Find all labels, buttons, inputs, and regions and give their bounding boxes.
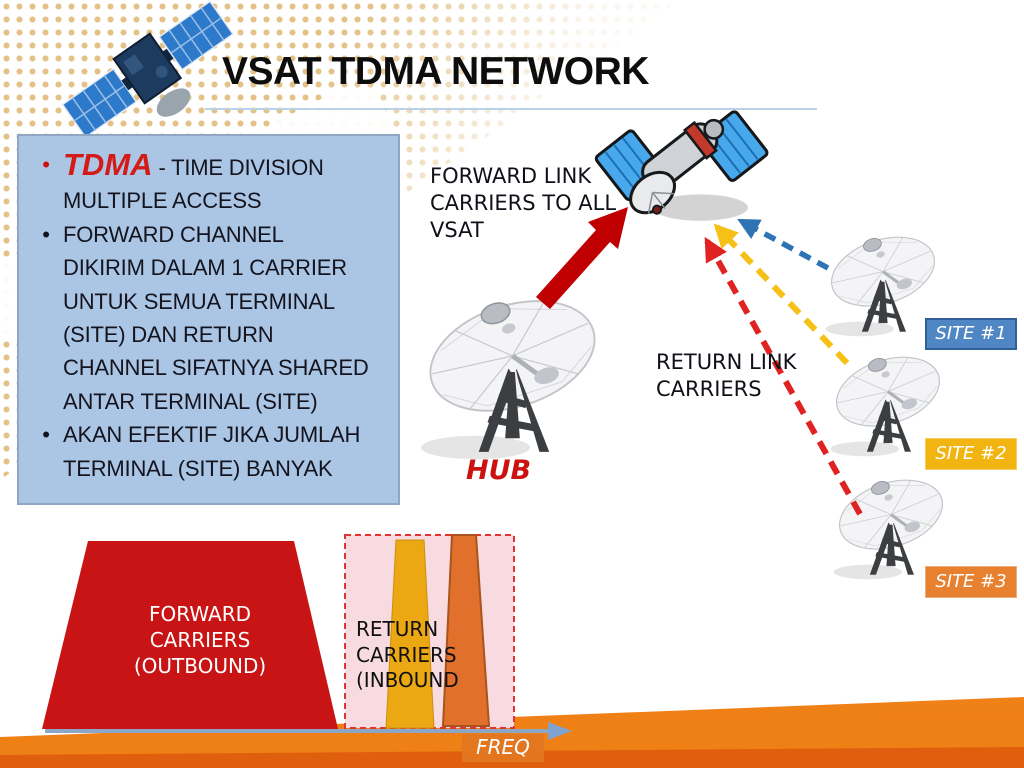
freq-axis-label: FREQ: [462, 734, 544, 762]
bullet-1-text: TDMA - TIME DIVISION MULTIPLE ACCESS: [63, 147, 324, 214]
bullet-2: • FORWARD CHANNEL DIKIRIM DALAM 1 CARRIE…: [29, 218, 392, 418]
forward-link-label: FORWARD LINK CARRIERS TO ALL VSAT: [430, 164, 617, 242]
site-2-badge: SITE #2: [925, 438, 1017, 470]
site-1-badge: SITE #1: [925, 318, 1017, 350]
hub-label: HUB: [466, 455, 532, 486]
site3-dish-icon: [828, 463, 953, 581]
tdma-highlight: TDMA: [63, 147, 153, 182]
forward-carriers-label: FORWARD CARRIERS (OUTBOUND): [133, 602, 267, 678]
bullet-1: • TDMA - TIME DIVISION MULTIPLE ACCESS: [29, 148, 392, 218]
slide-title: VSAT TDMA NETWORK: [222, 50, 649, 93]
site-3-badge: SITE #3: [925, 566, 1017, 598]
info-box: • TDMA - TIME DIVISION MULTIPLE ACCESS •…: [17, 134, 400, 505]
bullet-marker: •: [42, 152, 50, 177]
bullet-marker: •: [42, 221, 50, 247]
return-carriers-label: RETURN CARRIERS (INBOUND: [356, 617, 459, 692]
bullet-2-text: FORWARD CHANNEL DIKIRIM DALAM 1 CARRIER …: [63, 221, 369, 414]
bullet-marker: •: [42, 422, 50, 448]
bullet-3-text: AKAN EFEKTIF JIKA JUMLAH TERMINAL (SITE)…: [63, 422, 361, 481]
return-link-label: RETURN LINK CARRIERS: [656, 350, 797, 401]
title-underline: [205, 108, 817, 110]
bullet-3: • AKAN EFEKTIF JIKA JUMLAH TERMINAL (SIT…: [29, 418, 392, 485]
